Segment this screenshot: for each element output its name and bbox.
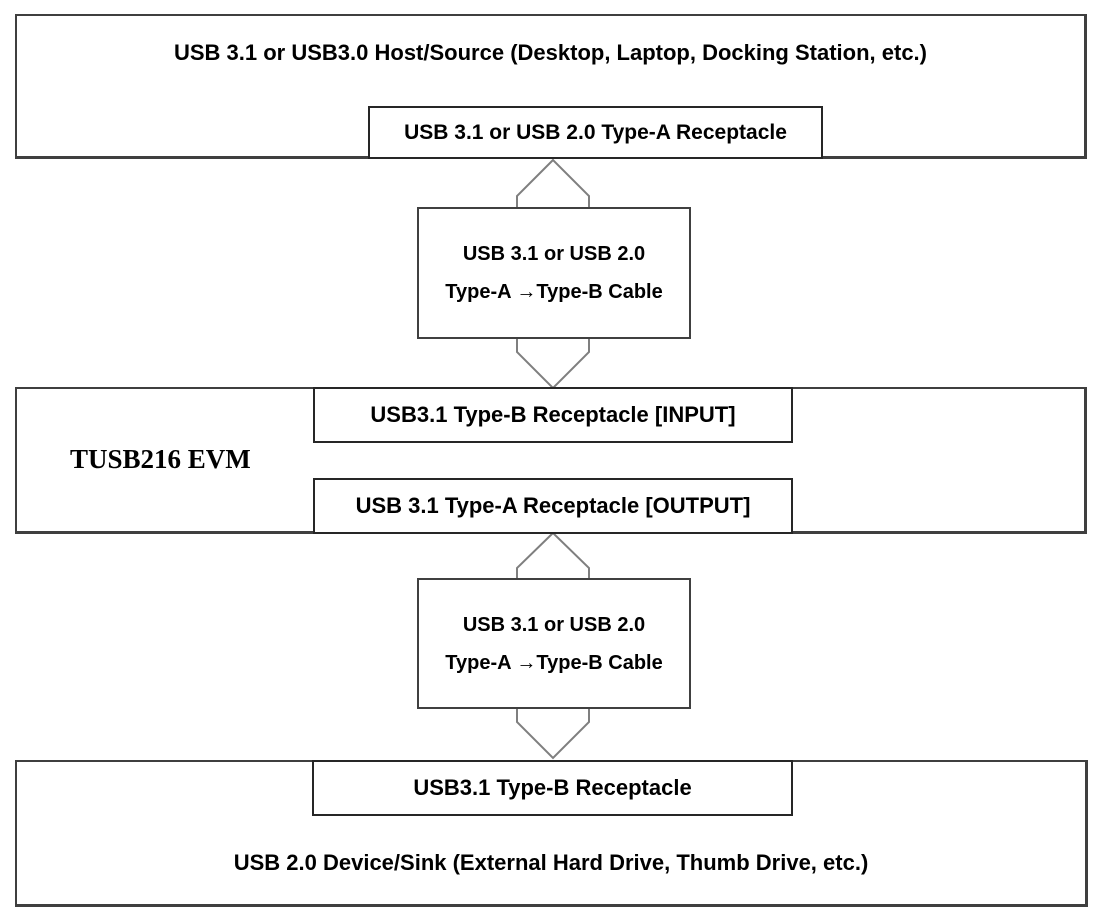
evm-output-receptacle-label: USB 3.1 Type-A Receptacle [OUTPUT] [355, 493, 751, 518]
top-cable-line1: USB 3.1 or USB 2.0 [462, 243, 646, 265]
top-cable-line2: Type-A →Type-B Cable [445, 281, 663, 303]
evm-output-receptacle-box: USB 3.1 Type-A Receptacle [OUTPUT] [313, 478, 793, 534]
tusb216-evm-label: TUSB216 EVM [70, 444, 251, 474]
top-cable-box: USB 3.1 or USB 2.0 Type-A →Type-B Cable [417, 207, 691, 339]
host-typea-receptacle-box: USB 3.1 or USB 2.0 Type-A Receptacle [368, 106, 823, 159]
host-source-title: USB 3.1 or USB3.0 Host/Source (Desktop, … [173, 40, 927, 65]
bottom-cable-line2: Type-A →Type-B Cable [445, 651, 663, 674]
device-typeb-receptacle-box: USB3.1 Type-B Receptacle [312, 760, 793, 816]
bottom-cable-box: USB 3.1 or USB 2.0 Type-A →Type-B Cable [417, 578, 691, 709]
device-typeb-receptacle-label: USB3.1 Type-B Receptacle [413, 775, 692, 800]
evm-input-receptacle-label: USB3.1 Type-B Receptacle [INPUT] [370, 402, 736, 427]
device-sink-title: USB 2.0 Device/Sink (External Hard Drive… [233, 850, 869, 875]
host-typea-receptacle-label: USB 3.1 or USB 2.0 Type-A Receptacle [404, 120, 787, 144]
bottom-cable-line1: USB 3.1 or USB 2.0 [462, 613, 646, 636]
evm-input-receptacle-box: USB3.1 Type-B Receptacle [INPUT] [313, 387, 793, 443]
